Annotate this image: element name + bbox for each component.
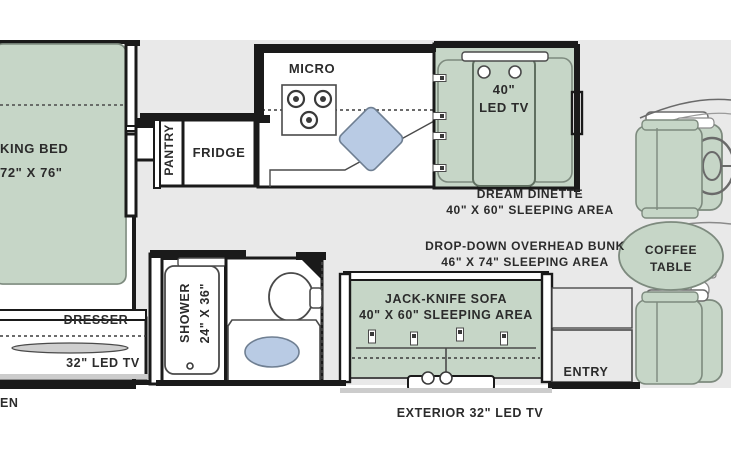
- entry-door: [548, 287, 640, 389]
- overhead-bunk-size-label: 46" X 74" SLEEPING AREA: [441, 255, 609, 269]
- fridge-unit: [181, 118, 257, 188]
- lavatory-icon: [227, 319, 321, 383]
- shower-stall: [148, 250, 246, 386]
- micro-label: MICRO: [288, 61, 336, 76]
- shower-size-label: 24" X 36": [198, 283, 212, 344]
- jack-knife-sofa-label: JACK-KNIFE SOFA: [384, 292, 508, 306]
- exterior-tv-label: EXTERIOR 32" LED TV: [396, 406, 544, 420]
- pantry-label: PANTRY: [162, 124, 176, 176]
- jack-knife-sofa: [338, 271, 554, 391]
- dream-dinette-label: DREAM DINETTE: [476, 187, 584, 201]
- exterior-upper-wall: [254, 44, 436, 118]
- exterior-lower-wall: [156, 380, 552, 393]
- entry-label: ENTRY: [563, 365, 609, 379]
- shower-label: SHOWER: [178, 283, 192, 343]
- bedroom-wall-jog: [124, 40, 141, 218]
- pantry-cabinet: [153, 117, 185, 189]
- jack-knife-sofa-size-label: 40" X 60" SLEEPING AREA: [359, 308, 533, 322]
- coffee-table-label-line1: COFFEE: [644, 243, 698, 257]
- toilet-icon: [268, 272, 323, 322]
- coffee-table-label-line2: TABLE: [649, 260, 693, 274]
- kitchen-sink-icon: [338, 106, 404, 172]
- king-bed-size-label: 72" X 76": [0, 165, 63, 180]
- living-sofa-group: [618, 119, 724, 385]
- fridge-label: FRIDGE: [192, 145, 246, 160]
- galley-upper-wall: [140, 113, 258, 121]
- king-bed: [0, 43, 128, 285]
- dresser-label: DRESSER: [63, 313, 129, 327]
- dream-dinette-size-label: 40" X 60" SLEEPING AREA: [446, 203, 614, 217]
- led-tv-32-label: 32" LED TV: [66, 356, 140, 370]
- led-tv-40-label: LED TV: [479, 100, 529, 115]
- led-tv-40-size-label: 40": [492, 82, 516, 97]
- kitchen-partial-label: EN: [0, 396, 19, 410]
- overhead-bunk-label: DROP-DOWN OVERHEAD BUNK: [425, 239, 625, 253]
- dream-dinette-slide: [432, 41, 584, 190]
- king-bed-label: KING BED: [0, 141, 69, 156]
- dresser-cabinet: [0, 309, 162, 385]
- bathroom-fixtures: [224, 252, 326, 384]
- cooktop-icon: [281, 84, 337, 136]
